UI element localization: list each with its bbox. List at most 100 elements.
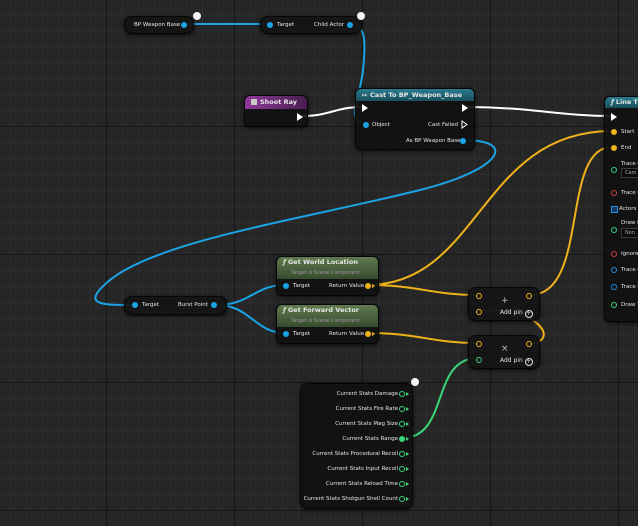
multiply-add-pin-button[interactable]: Add pin+	[500, 357, 533, 366]
child-actor-target-label: Target	[277, 22, 295, 28]
shoot-ray-node[interactable]: Shoot Ray	[244, 95, 308, 127]
line-trace-draw-debug-dropdown[interactable]: Non	[621, 228, 638, 238]
shoot-ray-exec-out-pin[interactable]	[297, 113, 303, 121]
output-arrow-icon	[406, 407, 409, 411]
pin-glint-icon	[191, 10, 203, 22]
line-trace-draw-debug-pin[interactable]	[611, 227, 617, 233]
cast-exec-out-pin[interactable]	[462, 104, 468, 112]
vector-add-node[interactable]: + Add pin+	[468, 287, 540, 321]
child-actor-target-pin[interactable]	[267, 22, 273, 28]
line-trace-color-pin[interactable]	[611, 267, 617, 273]
line-trace-actors-checkbox[interactable]	[611, 206, 618, 213]
function-icon: ƒ	[611, 98, 614, 106]
line-trace-color-label: Trace C	[621, 267, 638, 273]
burst-point-target-pin[interactable]	[132, 302, 138, 308]
bp-weapon-base-label: BP Weapon Base	[134, 22, 181, 28]
line-trace-channel-label: Trace C	[621, 161, 638, 167]
burst-point-output-pin[interactable]	[211, 302, 217, 308]
get-world-location-output-label: Return Value	[329, 283, 365, 289]
get-forward-vector-output-pin[interactable]	[365, 331, 371, 337]
line-trace-complex-label: Trace C	[621, 190, 638, 196]
get-forward-vector-subtitle: Target is Scene Component	[291, 318, 360, 324]
cast-object-pin[interactable]	[363, 122, 369, 128]
get-world-location-target-pin[interactable]	[283, 283, 289, 289]
wire-forward-to-multiply	[366, 332, 479, 344]
output-arrow-icon	[406, 422, 409, 426]
vector-multiply-node[interactable]: × Add pin+	[468, 335, 540, 369]
current-stats-output-pin[interactable]	[399, 406, 405, 412]
cast-icon: ↦	[362, 92, 368, 99]
output-arrow-icon	[406, 497, 409, 501]
get-forward-vector-target-pin[interactable]	[283, 331, 289, 337]
multiply-input-b-pin[interactable]	[476, 357, 482, 363]
macro-icon	[251, 99, 257, 105]
add-input-a-pin[interactable]	[476, 293, 482, 299]
line-trace-start-pin[interactable]	[611, 129, 617, 135]
burst-point-target-label: Target	[142, 302, 160, 308]
current-stats-output-pin[interactable]	[399, 391, 405, 397]
child-actor-output-label: Child Actor	[314, 22, 345, 28]
add-input-b-pin[interactable]	[476, 309, 482, 315]
line-trace-channel-pin[interactable]	[611, 167, 617, 173]
wire-range-to-multiply	[401, 357, 479, 439]
wire-burst-to-forward	[216, 304, 286, 334]
get-forward-vector-output-label: Return Value	[329, 331, 365, 337]
current-stats-pin-label: Current Stats Range	[342, 436, 398, 442]
line-trace-exec-in-pin[interactable]	[611, 113, 617, 121]
burst-point-output-label: Burst Point	[178, 302, 208, 308]
multiply-output-pin[interactable]	[526, 341, 532, 347]
line-trace-ignore-pin[interactable]	[611, 251, 617, 257]
multiply-add-pin-label: Add pin	[500, 357, 523, 364]
line-trace-end-pin[interactable]	[611, 145, 617, 151]
get-world-location-output-pin[interactable]	[365, 283, 371, 289]
cast-exec-in-pin[interactable]	[362, 104, 368, 112]
get-world-location-subtitle: Target is Scene Component	[291, 270, 360, 276]
line-trace-hit-color-pin[interactable]	[611, 284, 617, 290]
bp-weapon-base-variable-node[interactable]: BP Weapon Base	[124, 10, 203, 34]
wire-cast-exec	[465, 106, 613, 117]
wire-shoot-ray-exec	[301, 106, 364, 117]
multiply-input-a-pin[interactable]	[476, 341, 482, 347]
cast-header: ↦Cast To BP_Weapon_Base	[356, 89, 474, 101]
output-arrow-icon	[372, 284, 375, 288]
current-stats-output-pin[interactable]	[399, 496, 405, 502]
shoot-ray-header: Shoot Ray	[245, 96, 307, 109]
bp-weapon-base-output-pin[interactable]	[181, 22, 187, 28]
line-trace-draw-time-label: Draw T	[621, 302, 638, 308]
get-world-location-title: Get World Location	[287, 258, 358, 266]
multiply-operator-symbol: ×	[501, 344, 509, 354]
line-trace-complex-pin[interactable]	[611, 190, 617, 196]
cast-title: Cast To BP_Weapon_Base	[370, 91, 463, 99]
current-stats-output-pin[interactable]	[399, 436, 405, 442]
add-pin-button[interactable]: Add pin+	[500, 309, 533, 318]
pin-glint-icon	[355, 10, 367, 22]
wire-add-to-end	[529, 146, 613, 296]
current-stats-output-pin[interactable]	[399, 451, 405, 457]
cast-output-pin[interactable]	[460, 138, 466, 144]
child-actor-output-pin[interactable]	[347, 22, 353, 28]
line-trace-start-label: Start	[621, 129, 635, 135]
line-trace-channel-dropdown[interactable]: Cam	[621, 168, 638, 178]
current-stats-output-pin[interactable]	[399, 421, 405, 427]
child-actor-getter-node[interactable]: Target Child Actor	[260, 10, 367, 34]
burst-point-getter-node[interactable]: Target Burst Point	[124, 296, 227, 315]
add-output-pin[interactable]	[526, 293, 532, 299]
line-trace-ignore-label: Ignore	[621, 251, 638, 257]
cast-to-weapon-base-node[interactable]: ↦Cast To BP_Weapon_Base Object Cast Fail…	[355, 88, 475, 150]
wire-location-to-add	[366, 284, 479, 296]
add-operator-symbol: +	[501, 296, 509, 306]
cast-failed-label: Cast Failed	[428, 122, 458, 128]
current-stats-output-pin[interactable]	[399, 481, 405, 487]
cast-failed-exec-pin[interactable]	[461, 120, 468, 129]
current-stats-pin-label: Current Stats Mag Size	[335, 421, 398, 427]
line-trace-draw-time-pin[interactable]	[611, 302, 617, 308]
get-world-location-target-label: Target	[293, 283, 311, 289]
function-icon: ƒ	[283, 306, 286, 314]
current-stats-output-pin[interactable]	[399, 466, 405, 472]
